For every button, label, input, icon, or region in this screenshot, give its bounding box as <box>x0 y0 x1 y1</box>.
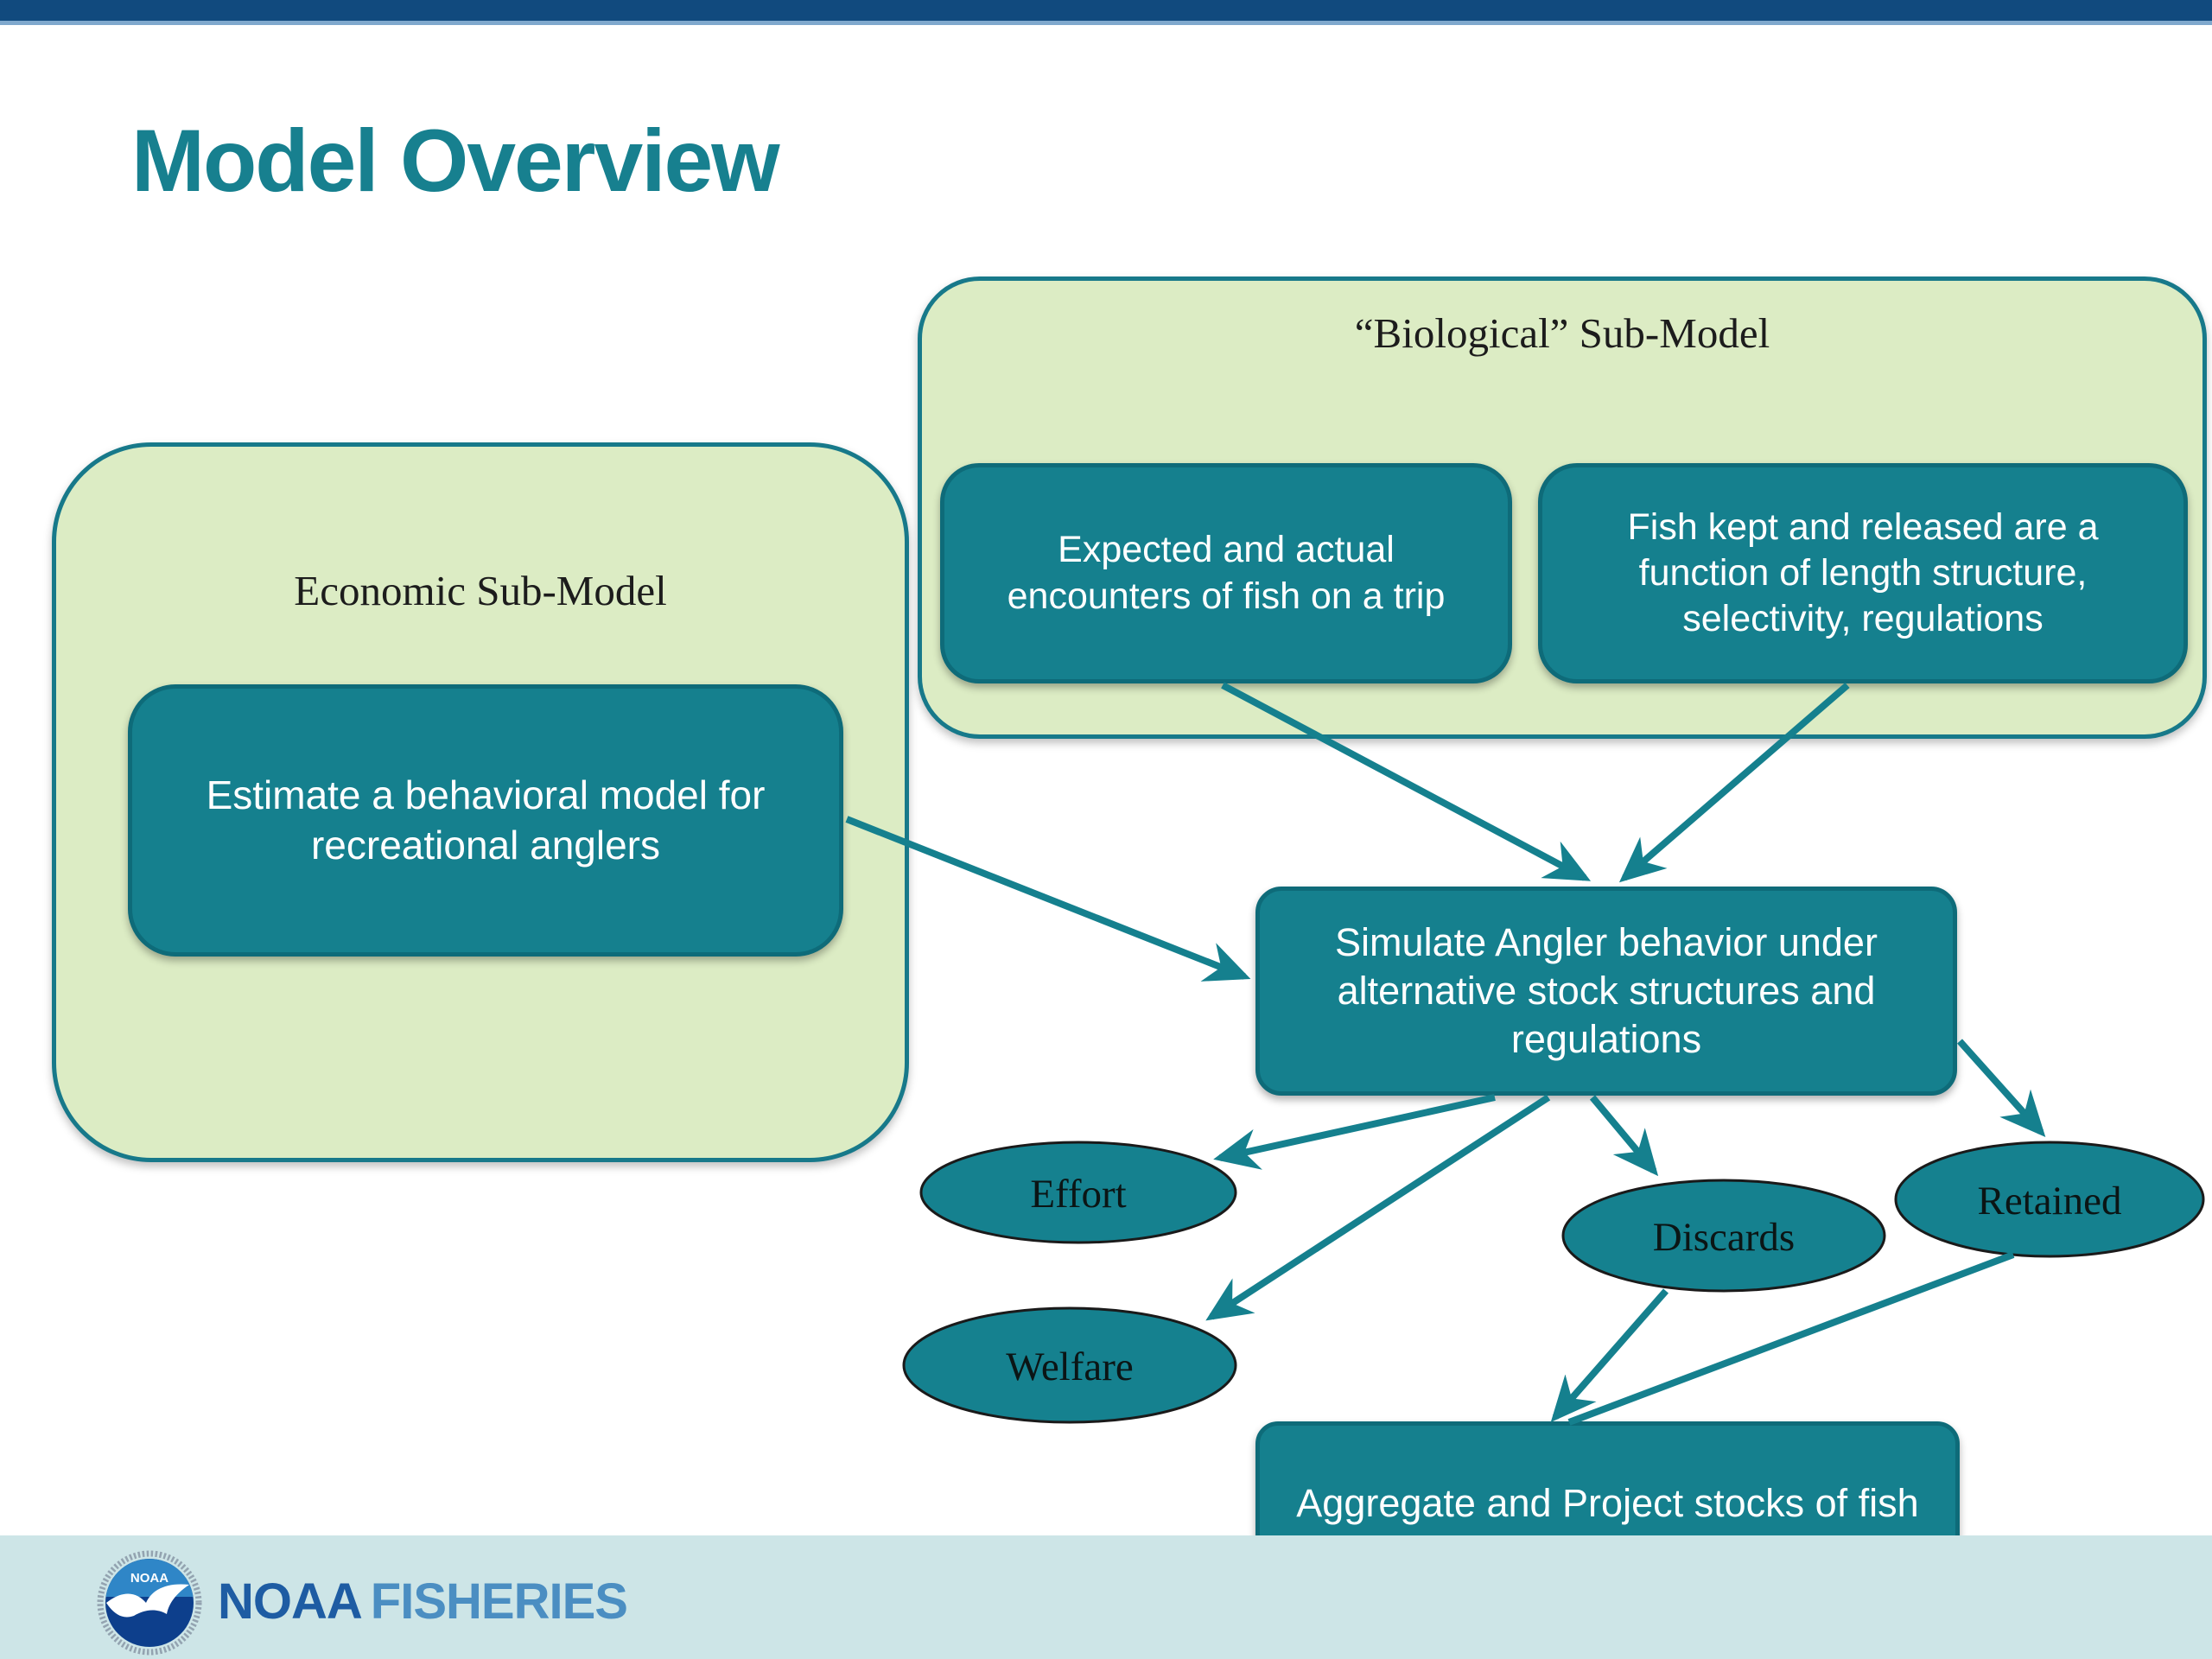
brand-fisheries: FISHERIES <box>370 1573 628 1630</box>
economic-panel-title: Economic Sub-Model <box>294 567 667 614</box>
ellipse-welfare-label: Welfare <box>1006 1344 1134 1389</box>
arrow-retained-to-aggregate <box>1567 1251 2015 1426</box>
top-bar <box>0 0 2212 25</box>
node-fish-kept-released: Fish kept and released are a function of… <box>1538 463 2188 683</box>
node-estimate-behavioral-model: Estimate a behavioral model for recreati… <box>128 684 843 957</box>
arrow-simulate-to-welfare <box>1205 1094 1551 1321</box>
arrow-simulate-to-discards <box>1589 1095 1659 1177</box>
node-simulate-angler-behavior: Simulate Angler behavior under alternati… <box>1255 887 1957 1096</box>
ellipse-discards-label: Discards <box>1653 1215 1795 1260</box>
noaa-logo-ring <box>97 1550 202 1656</box>
noaa-logo-text: NOAA <box>130 1571 168 1586</box>
ellipse-retained <box>1894 1141 2205 1258</box>
ellipse-effort <box>919 1141 1237 1244</box>
page-title: Model Overview <box>131 111 780 210</box>
noaa-logo-bird-icon <box>106 1584 189 1618</box>
ellipse-retained-label: Retained <box>1977 1179 2121 1224</box>
arrow-simulate-to-effort <box>1213 1094 1496 1170</box>
node-expected-encounters: Expected and actual encounters of fish o… <box>940 463 1512 683</box>
ellipse-welfare <box>902 1306 1237 1424</box>
arrow-simulate-to-retained <box>1957 1039 2046 1137</box>
ellipse-effort-label: Effort <box>1030 1172 1126 1217</box>
footer-band <box>0 1535 2212 1659</box>
arrow-discards-to-aggregate <box>1550 1288 1669 1423</box>
noaa-logo: NOAA <box>97 1550 202 1656</box>
biological-panel-title: “Biological” Sub-Model <box>1354 309 1770 357</box>
brand-noaa: NOAA <box>218 1573 363 1630</box>
ellipse-discards <box>1561 1179 1886 1293</box>
